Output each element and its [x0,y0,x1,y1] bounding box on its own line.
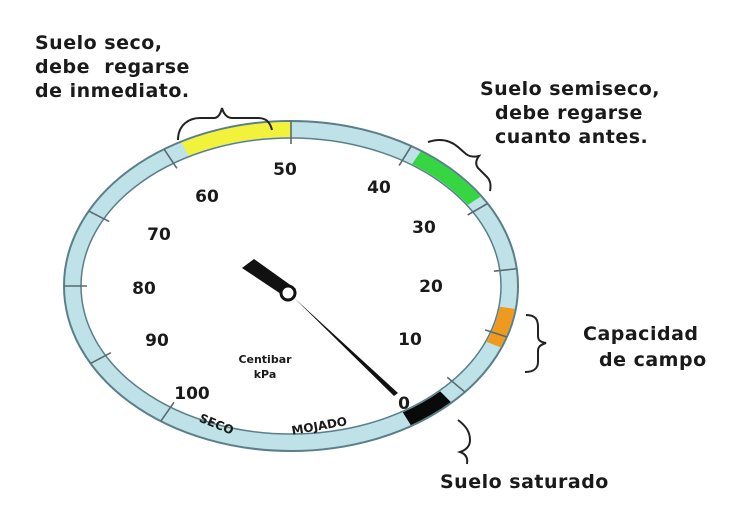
scale-label-90: 90 [145,331,169,351]
annotation-dry-line-1: Suelo seco, [35,32,163,54]
annotation-semidry-soil: Suelo semiseco, debe regarse cuanto ante… [480,78,660,148]
scale-label-30: 30 [412,218,436,238]
scale-ticks [64,121,517,422]
annotation-field-capacity: Capacidad de campo [583,323,707,371]
annotation-semidry-line-3: cuanto antes. [495,126,648,148]
dry-zone-bracket [177,107,273,141]
unit-label-kpa: kPa [254,368,277,381]
scale-tick [163,148,178,169]
scale-label-60: 60 [195,187,219,207]
scale-tick [446,376,466,393]
semidry-zone-band [412,151,481,205]
annotation-field-line-1: Capacidad [583,323,699,345]
scale-tick [484,329,508,338]
annotation-semidry-line-1: Suelo semiseco, [480,78,660,100]
scale-tick [90,351,112,365]
annotation-dry-soil: Suelo seco, debe regarse de inmediato. [35,32,190,102]
scale-tick [398,145,412,167]
scale-label-40: 40 [367,178,391,198]
scale-label-100: 100 [174,384,210,404]
scale-tick [467,202,488,216]
field-capacity-bracket [524,314,547,373]
scale-labels: 100 90 80 70 60 50 40 30 20 10 0 [132,160,443,414]
unit-label-centibar: Centibar [238,353,292,366]
scale-tick [493,267,517,272]
saturated-zone-bracket [456,419,472,465]
annotation-saturated-line-1: Suelo saturado [440,471,609,493]
dry-zone-band [181,122,291,156]
annotation-saturated-soil: Suelo saturado [440,471,609,493]
scale-label-20: 20 [419,277,443,297]
field-capacity-band [486,306,515,348]
scale-label-80: 80 [132,279,156,299]
annotation-dry-line-2: debe regarse [35,56,190,78]
needle-body [285,289,398,396]
saturated-zone-band [402,391,451,426]
needle-pivot [279,284,297,302]
semidry-zone-bracket [427,138,492,192]
scale-label-10: 10 [398,330,422,350]
scale-label-50: 50 [273,160,297,180]
annotation-semidry-line-2: debe regarse [495,102,643,124]
scale-label-70: 70 [147,225,171,245]
scale-tick [88,210,110,223]
gauge-needle [242,259,398,396]
scale-label-0: 0 [398,394,410,414]
annotation-dry-line-3: de inmediato. [35,80,190,102]
scale-tick [160,401,175,422]
annotation-field-line-2: de campo [599,349,707,371]
